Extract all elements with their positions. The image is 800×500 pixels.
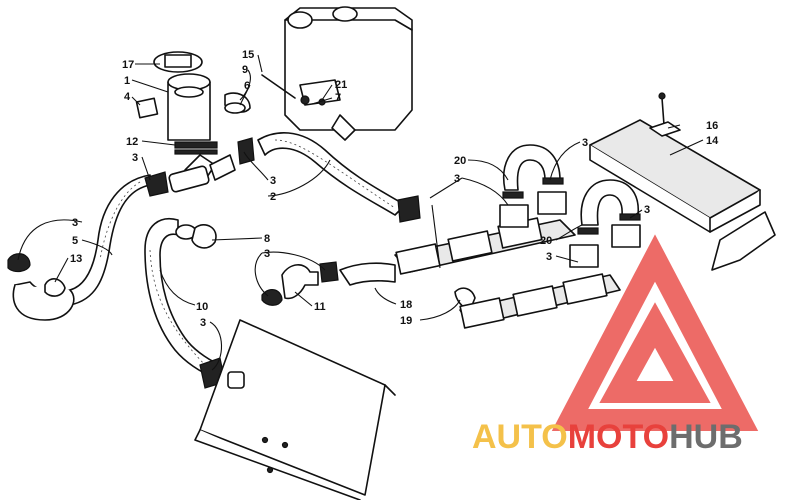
decal <box>135 97 159 119</box>
callout-3: 3 <box>582 137 588 149</box>
sensor-16 <box>649 92 681 137</box>
watermark-triangle-icon <box>551 234 759 431</box>
callout-13: 13 <box>70 253 82 265</box>
callout-17: 17 <box>122 59 134 71</box>
callout-16: 16 <box>706 120 718 132</box>
callout-3: 3 <box>644 204 650 216</box>
clamp-3c <box>7 253 31 273</box>
clamp-13 <box>44 278 66 297</box>
hose-5 <box>7 171 169 321</box>
elbow-hose-20-upper <box>499 144 567 228</box>
watermark-inner-triangle-icon <box>599 302 711 403</box>
callout-3: 3 <box>200 317 206 329</box>
hose-10 <box>144 218 226 389</box>
callout-21: 21 <box>335 79 347 91</box>
clamp-upper <box>237 137 255 165</box>
callout-7: 7 <box>335 92 341 104</box>
callout-8: 8 <box>264 233 270 245</box>
callout-20: 20 <box>540 235 552 247</box>
callout-14: 14 <box>706 135 719 147</box>
coolant-tank <box>284 6 413 141</box>
callout-3: 3 <box>270 175 276 187</box>
watermark-logo: AUTOMOTOHUB <box>472 234 759 456</box>
callout-11: 11 <box>314 301 326 313</box>
elbow-hose-20-lower <box>569 179 641 268</box>
leader-lines <box>17 54 704 371</box>
callout-20: 20 <box>454 155 466 167</box>
watermark-moto: MOTO <box>568 418 669 456</box>
elbow-hose-11 <box>261 261 339 306</box>
callout-3: 3 <box>454 173 460 185</box>
callout-5: 5 <box>72 235 78 247</box>
heat-exchanger-lower <box>459 273 621 329</box>
watermark-auto: AUTO <box>472 418 568 456</box>
watermark-text: AUTOMOTOHUB <box>472 418 743 456</box>
callout-2: 2 <box>270 191 276 203</box>
callout-1: 1 <box>124 75 130 87</box>
hose-18 <box>339 262 396 286</box>
callout-4: 4 <box>124 91 131 103</box>
clamp-8 <box>191 224 217 249</box>
tunnel-cooler-14 <box>589 119 776 271</box>
callout-10: 10 <box>196 301 208 313</box>
watermark-hub: HUB <box>669 418 743 456</box>
radiator-panel <box>194 319 396 500</box>
callout-12: 12 <box>126 136 138 148</box>
callout-3: 3 <box>132 152 138 164</box>
callout-3: 3 <box>546 251 552 263</box>
callout-9: 9 <box>242 64 248 76</box>
callout-6: 6 <box>244 80 250 92</box>
callout-labels: 17 1 4 12 3 15 9 6 21 7 3 2 3 5 13 8 3 1… <box>70 49 719 329</box>
callout-18: 18 <box>400 299 412 311</box>
hose-2 <box>257 132 421 223</box>
callout-19: 19 <box>400 315 412 327</box>
callout-3: 3 <box>72 217 78 229</box>
surge-tank-assembly <box>135 51 236 193</box>
callout-3: 3 <box>264 248 270 260</box>
callout-15: 15 <box>242 49 254 61</box>
